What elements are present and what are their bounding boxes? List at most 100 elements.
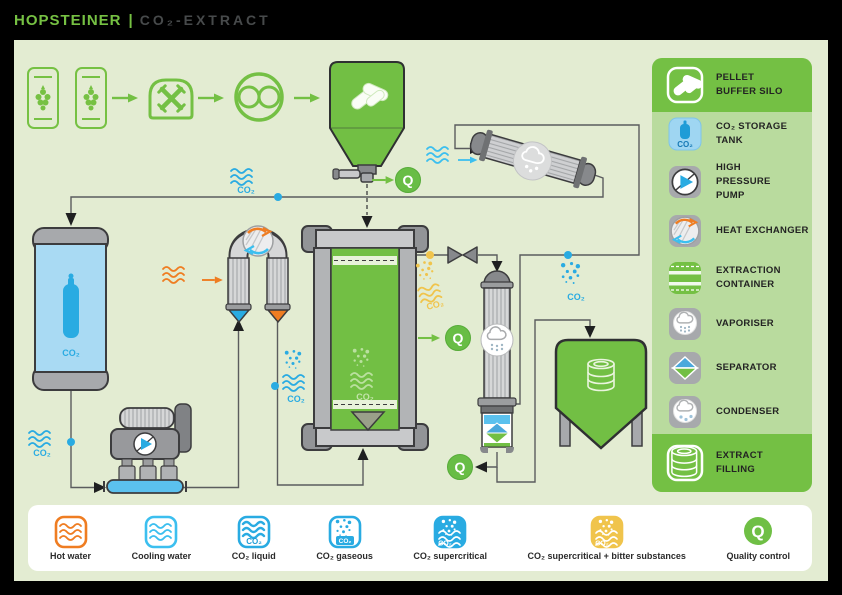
- hop-cone-icon: [83, 85, 99, 111]
- vaporiser-column: [477, 270, 517, 407]
- header-divider: |: [128, 11, 133, 29]
- legend-label: CO₂ STORAGE TANK: [716, 121, 788, 146]
- flow-arrow: [370, 175, 396, 185]
- co2-liquid-dot: [67, 438, 75, 446]
- pump-icon: [665, 164, 705, 200]
- co2-liquid-icon: CO₂: [237, 515, 271, 549]
- svg-text:CO₂: CO₂: [62, 348, 80, 358]
- svg-text:CO₂: CO₂: [356, 392, 374, 402]
- heat-exchanger-icon: [665, 213, 705, 249]
- legend-item-co2-bitter: CO₂ CO₂ supercritical + bitter substance…: [528, 515, 686, 561]
- legend-label: CO₂ gaseous: [316, 551, 373, 561]
- legend-row-extract-filling: EXTRACT FILLING: [652, 434, 812, 492]
- pellet-buffer-silo: [329, 61, 405, 183]
- quality-control-badge-extraction: Q: [445, 325, 471, 351]
- legend-row-high-pressure-pump: HIGH PRESSURE PUMP: [652, 156, 812, 208]
- co2-liquid-waves: [28, 430, 51, 448]
- co2-liquid-dot: [274, 193, 282, 201]
- extract-filling-icon: [665, 443, 705, 483]
- pellet-silo-icon: [665, 65, 705, 105]
- co2-gaseous-label: CO₂: [567, 292, 585, 302]
- co2-bitter-dot: [426, 251, 434, 259]
- legend-label: Hot water: [50, 551, 92, 561]
- co2-gaseous-dot: [564, 251, 572, 259]
- pellet-press: [234, 72, 284, 122]
- equipment-legend: PELLET BUFFER SILO CO₂ CO₂ STORAGE TANK …: [652, 58, 812, 492]
- legend-row-condenser: CONDENSER: [652, 390, 812, 434]
- co2-supercritical-label: CO₂: [287, 394, 305, 404]
- extraction-container: CO₂: [301, 225, 429, 451]
- brand-logo: HOPSTEINER: [14, 11, 122, 29]
- cooling-water-arrow: [457, 155, 479, 165]
- flow-legend: Hot water Cooling water CO₂ CO₂ liquid C…: [28, 505, 812, 571]
- separator: [480, 405, 514, 453]
- legend-label: Cooling water: [131, 551, 192, 561]
- co2-bitter-marks: CO₂: [415, 259, 445, 312]
- svg-text:CO₂: CO₂: [425, 298, 444, 312]
- co2-waves: [282, 374, 305, 392]
- condenser-icon: [665, 394, 705, 430]
- condenser-cloud-icon: [512, 141, 552, 181]
- legend-row-pellet-buffer-silo: PELLET BUFFER SILO: [652, 58, 812, 112]
- hop-bale-1: [27, 67, 59, 129]
- quality-control-badge-silo: Q: [395, 167, 421, 193]
- co2-supercritical-marks: CO₂: [350, 348, 374, 402]
- legend-label: EXTRACTION CONTAINER: [716, 265, 781, 290]
- flow-arrow: [292, 92, 322, 104]
- slide-valve: [337, 169, 361, 179]
- legend-label: HIGH PRESSURE PUMP: [716, 162, 771, 201]
- pipe-network: [65, 124, 640, 493]
- co2-liquid-waves: [230, 168, 253, 186]
- legend-row-separator: SEPARATOR: [652, 346, 812, 390]
- legend-item-cooling-water: Cooling water: [131, 515, 192, 561]
- co2-bitter-icon: CO₂: [590, 515, 624, 549]
- heat-exchanger: [225, 224, 291, 324]
- hot-water-waves: [162, 266, 185, 284]
- separator-icon: [665, 350, 705, 386]
- hop-bale-2: [75, 67, 107, 129]
- legend-row-heat-exchanger: HEAT EXCHANGER: [652, 208, 812, 254]
- cooling-water-icon: [145, 515, 178, 549]
- svg-text:CO₂: CO₂: [595, 541, 609, 548]
- legend-label: EXTRACT FILLING: [716, 450, 763, 475]
- legend-row-co2-storage-tank: CO₂ CO₂ STORAGE TANK: [652, 112, 812, 156]
- extract-filling-hopper: [554, 338, 648, 450]
- legend-item-quality-control: Q Quality control: [726, 515, 790, 561]
- svg-text:CO₂: CO₂: [338, 538, 351, 545]
- svg-text:CO₂: CO₂: [677, 140, 693, 149]
- legend-row-extraction-container: EXTRACTION CONTAINER: [652, 254, 812, 302]
- co2-tank-icon: CO₂: [665, 116, 705, 152]
- heat-exchanger-icon: [241, 224, 275, 258]
- pump-manifold: [106, 479, 184, 494]
- outlet-funnel: [350, 411, 386, 432]
- legend-item-co2-supercritical: CO₂ CO₂ supercritical: [413, 515, 487, 561]
- co2-liquid-label: CO₂: [237, 185, 255, 195]
- svg-text:Q: Q: [455, 459, 466, 475]
- header: HOPSTEINER | CO₂-EXTRACT: [14, 0, 271, 40]
- legend-item-co2-liquid: CO₂ CO₂ liquid: [232, 515, 276, 561]
- legend-row-vaporiser: VAPORISER: [652, 302, 812, 346]
- co2-supercritical-icon: CO₂: [433, 515, 467, 549]
- legend-item-co2-gaseous: CO₂ CO₂ gaseous: [316, 515, 373, 561]
- flow-arrow: [110, 92, 140, 104]
- co2-gaseous-icon: CO₂: [328, 515, 361, 549]
- quality-control-icon: Q: [744, 517, 773, 545]
- co2-liquid-label: CO₂: [33, 448, 51, 458]
- legend-label: HEAT EXCHANGER: [716, 225, 809, 237]
- hot-water-icon: [54, 515, 87, 549]
- legend-label: CO₂ liquid: [231, 551, 276, 561]
- hop-cone-icon: [35, 85, 51, 111]
- control-valve: [447, 246, 478, 264]
- hammer-mill: [148, 78, 194, 120]
- extraction-container-icon: [665, 260, 705, 296]
- legend-label: VAPORISER: [716, 318, 774, 330]
- gas-cylinder-icon: [63, 273, 79, 338]
- vaporiser-icon: [665, 306, 705, 342]
- cooling-water-waves: [426, 146, 449, 164]
- legend-label: PELLET BUFFER SILO: [716, 72, 783, 97]
- mill-cross-icon: [159, 86, 184, 111]
- svg-text:CO₂: CO₂: [246, 537, 262, 546]
- condenser: [469, 129, 597, 189]
